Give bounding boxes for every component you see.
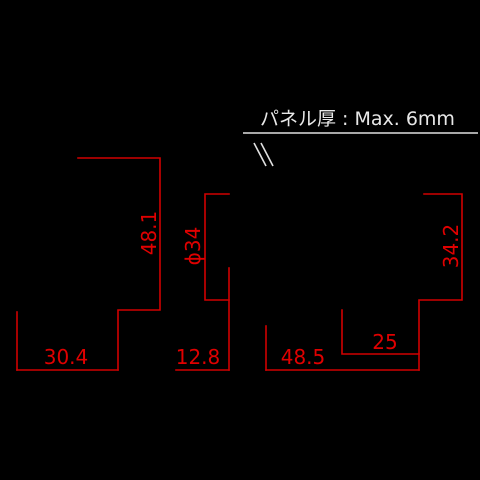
left-dimension-group: 48.1 30.4 (16, 157, 161, 371)
right-outline (341, 193, 463, 355)
diameter-label: ϕ34 (181, 227, 205, 266)
leader-tick-a (253, 142, 267, 167)
left-height-label: 48.1 (137, 211, 161, 256)
right-step-label: 25 (372, 330, 397, 354)
panel-thickness-leader: パネル厚 : Max. 6mm (243, 108, 478, 167)
diameter-bracket (204, 193, 230, 301)
leader-tick-b (260, 142, 274, 167)
inner-offset-label: 12.8 (176, 345, 221, 369)
left-outline (77, 157, 161, 371)
left-width-label: 30.4 (44, 345, 89, 369)
bottom-center-dimensions: 12.8 48.5 (175, 267, 420, 371)
center-width-label: 48.5 (281, 345, 326, 369)
right-height-label: 34.2 (439, 224, 463, 269)
right-dimension-group: 25 34.2 (341, 193, 463, 371)
diameter-group: ϕ34 (181, 193, 230, 301)
panel-thickness-note: パネル厚 : Max. 6mm (260, 108, 455, 130)
